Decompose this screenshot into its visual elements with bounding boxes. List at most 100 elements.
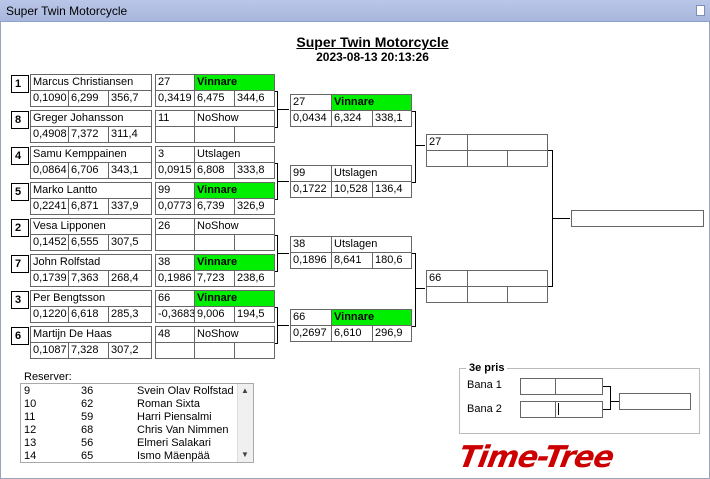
reaction-time[interactable]: 0,2241 — [30, 198, 69, 215]
reserves-scrollbar[interactable]: ▲ ▼ — [237, 384, 253, 462]
round2-status[interactable]: Utslagen — [331, 236, 412, 253]
opponent-reaction[interactable]: 0,0915 — [155, 162, 195, 179]
scroll-down-icon[interactable]: ▼ — [241, 450, 249, 459]
opponent-elapsed[interactable]: 7,723 — [194, 270, 235, 287]
elapsed-time[interactable]: 6,299 — [68, 90, 109, 107]
semi-elapsed[interactable] — [467, 286, 508, 303]
opponent-reaction[interactable]: -0,3683 — [155, 306, 195, 323]
opponent-number[interactable]: 66 — [155, 290, 195, 307]
reaction-time[interactable]: 0,1087 — [30, 342, 69, 359]
semi-number[interactable]: 27 — [426, 134, 468, 151]
opponent-status[interactable]: Vinnare — [194, 254, 275, 271]
opponent-number[interactable]: 3 — [155, 146, 195, 163]
semi-number[interactable]: 66 — [426, 270, 468, 287]
speed[interactable]: 285,3 — [108, 306, 152, 323]
third-winner[interactable] — [619, 393, 691, 410]
opponent-number[interactable]: 27 — [155, 74, 195, 91]
rider-name[interactable]: Vesa Lipponen — [30, 218, 152, 235]
opponent-speed[interactable]: 238,6 — [234, 270, 275, 287]
opponent-elapsed[interactable]: 6,808 — [194, 162, 235, 179]
elapsed-time[interactable]: 6,618 — [68, 306, 109, 323]
third-lane2-no[interactable] — [520, 401, 556, 418]
rider-name[interactable]: Per Bengtsson — [30, 290, 152, 307]
opponent-status[interactable]: Vinnare — [194, 182, 275, 199]
opponent-status[interactable]: NoShow — [194, 110, 275, 127]
opponent-reaction[interactable]: 0,3419 — [155, 90, 195, 107]
rider-name[interactable]: Marko Lantto — [30, 182, 152, 199]
opponent-speed[interactable]: 326,9 — [234, 198, 275, 215]
opponent-elapsed[interactable] — [194, 342, 235, 359]
reaction-time[interactable]: 0,0864 — [30, 162, 69, 179]
round2-speed[interactable]: 338,1 — [372, 110, 412, 127]
reaction-time[interactable]: 0,1739 — [30, 270, 69, 287]
speed[interactable]: 268,4 — [108, 270, 152, 287]
reaction-time[interactable]: 0,4908 — [30, 126, 69, 143]
speed[interactable]: 307,5 — [108, 234, 152, 251]
round2-reaction[interactable]: 0,1896 — [290, 252, 332, 269]
rider-name[interactable]: John Rolfstad — [30, 254, 152, 271]
opponent-reaction[interactable]: 0,1986 — [155, 270, 195, 287]
opponent-elapsed[interactable]: 9,006 — [194, 306, 235, 323]
semi-reaction[interactable] — [426, 150, 468, 167]
elapsed-time[interactable]: 6,706 — [68, 162, 109, 179]
opponent-status[interactable]: Utslagen — [194, 146, 275, 163]
round2-reaction[interactable]: 0,2697 — [290, 325, 332, 342]
opponent-status[interactable]: Vinnare — [194, 290, 275, 307]
round2-elapsed[interactable]: 6,610 — [331, 325, 373, 342]
third-lane1-result[interactable] — [555, 378, 603, 395]
round2-reaction[interactable]: 0,1722 — [290, 181, 332, 198]
elapsed-time[interactable]: 6,555 — [68, 234, 109, 251]
opponent-elapsed[interactable]: 6,739 — [194, 198, 235, 215]
opponent-speed[interactable] — [234, 126, 275, 143]
round2-reaction[interactable]: 0,0434 — [290, 110, 332, 127]
third-lane2-result[interactable] — [555, 401, 603, 418]
opponent-number[interactable]: 26 — [155, 218, 195, 235]
rider-name[interactable]: Samu Kemppainen — [30, 146, 152, 163]
speed[interactable]: 343,1 — [108, 162, 152, 179]
opponent-speed[interactable]: 344,6 — [234, 90, 275, 107]
opponent-status[interactable]: NoShow — [194, 218, 275, 235]
opponent-elapsed[interactable] — [194, 234, 235, 251]
opponent-reaction[interactable] — [155, 342, 195, 359]
elapsed-time[interactable]: 7,363 — [68, 270, 109, 287]
opponent-reaction[interactable]: 0,0773 — [155, 198, 195, 215]
round2-number[interactable]: 27 — [290, 94, 332, 111]
elapsed-time[interactable]: 7,328 — [68, 342, 109, 359]
opponent-reaction[interactable] — [155, 126, 195, 143]
scroll-up-icon[interactable]: ▲ — [241, 386, 249, 395]
semi-elapsed[interactable] — [467, 150, 508, 167]
final-winner[interactable] — [571, 210, 704, 227]
opponent-number[interactable]: 48 — [155, 326, 195, 343]
round2-number[interactable]: 99 — [290, 165, 332, 182]
opponent-speed[interactable] — [234, 342, 275, 359]
semi-reaction[interactable] — [426, 286, 468, 303]
opponent-speed[interactable] — [234, 234, 275, 251]
round2-status[interactable]: Utslagen — [331, 165, 412, 182]
speed[interactable]: 307,2 — [108, 342, 152, 359]
speed[interactable]: 311,4 — [108, 126, 152, 143]
opponent-number[interactable]: 38 — [155, 254, 195, 271]
round2-elapsed[interactable]: 10,528 — [331, 181, 373, 198]
reaction-time[interactable]: 0,1220 — [30, 306, 69, 323]
round2-status[interactable]: Vinnare — [331, 309, 412, 326]
round2-elapsed[interactable]: 8,641 — [331, 252, 373, 269]
round2-speed[interactable]: 296,9 — [372, 325, 412, 342]
opponent-reaction[interactable] — [155, 234, 195, 251]
opponent-status[interactable]: Vinnare — [194, 74, 275, 91]
round2-speed[interactable]: 136,4 — [372, 181, 412, 198]
opponent-number[interactable]: 99 — [155, 182, 195, 199]
semi-speed[interactable] — [507, 286, 548, 303]
elapsed-time[interactable]: 7,372 — [68, 126, 109, 143]
rider-name[interactable]: Martijn De Haas — [30, 326, 152, 343]
opponent-number[interactable]: 11 — [155, 110, 195, 127]
semi-speed[interactable] — [507, 150, 548, 167]
opponent-elapsed[interactable] — [194, 126, 235, 143]
round2-number[interactable]: 38 — [290, 236, 332, 253]
